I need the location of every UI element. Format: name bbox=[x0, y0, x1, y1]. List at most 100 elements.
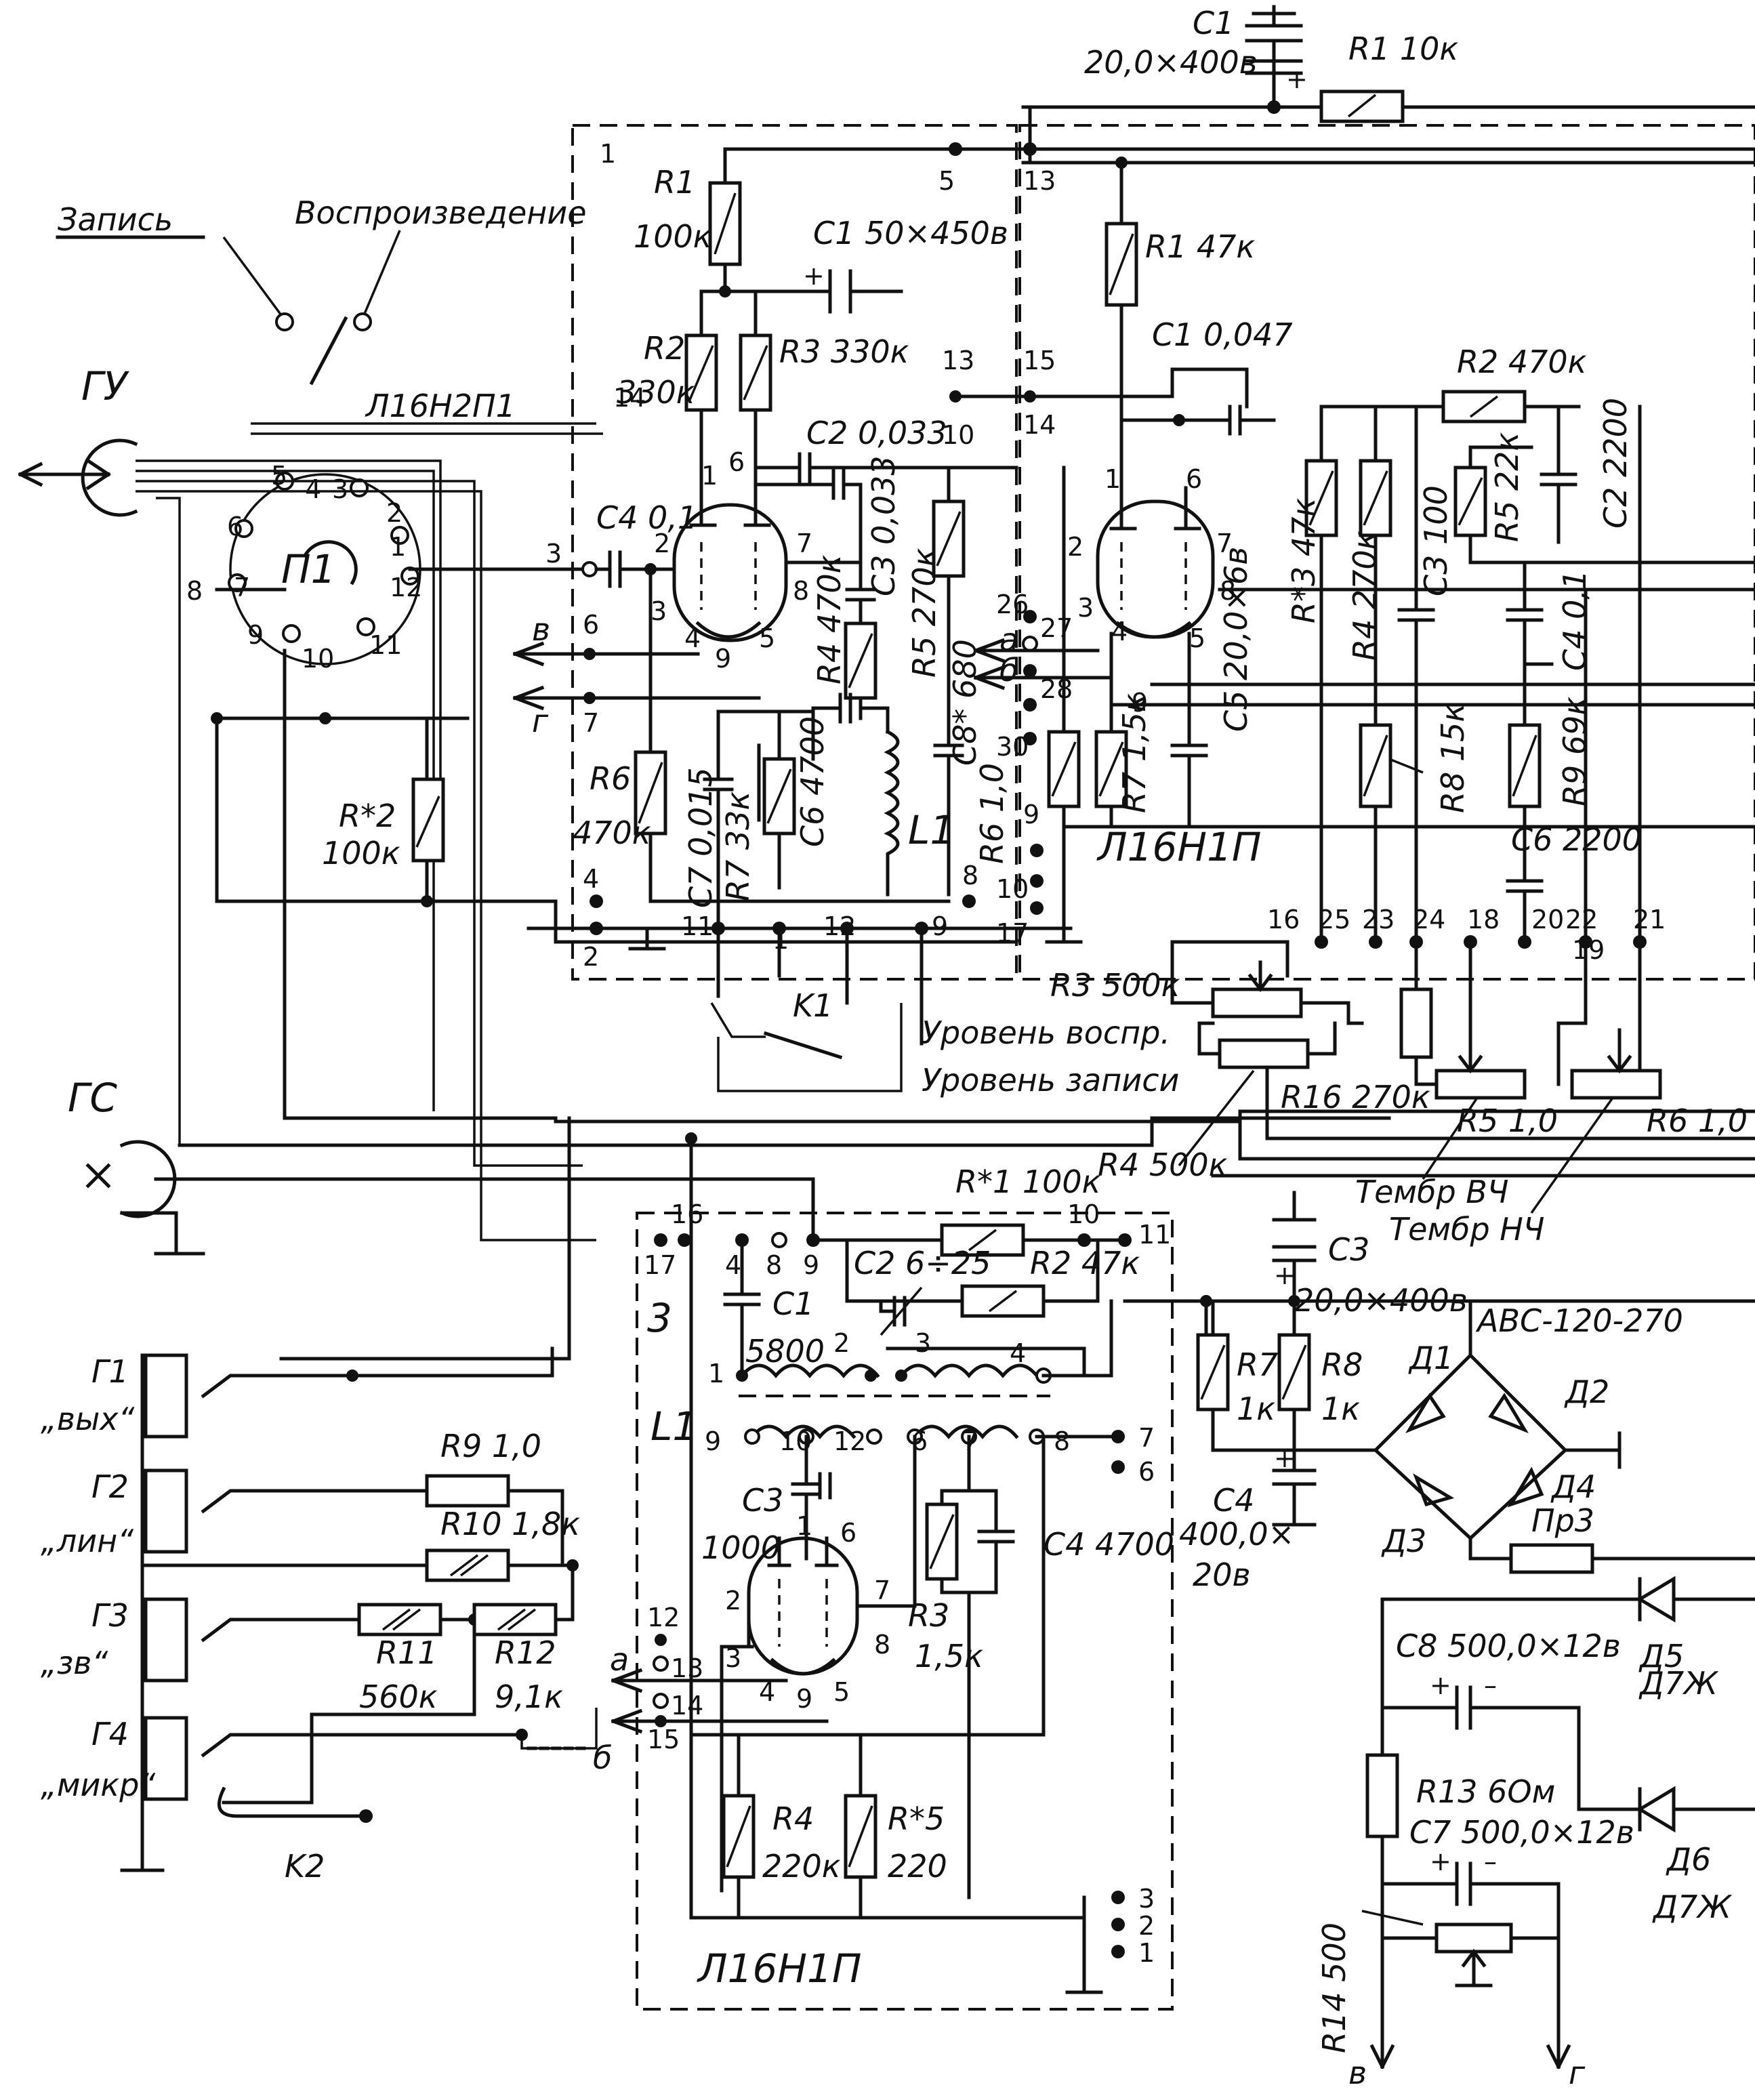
svg-text:9: 9 bbox=[715, 644, 731, 674]
svg-text:+: + bbox=[1274, 1443, 1296, 1473]
a3-tube-label: Л16Н1П bbox=[697, 1945, 862, 1992]
r12-label: R12 bbox=[495, 1634, 556, 1671]
a1-r7-label: R7 33к bbox=[720, 791, 756, 901]
mid-bus bbox=[1238, 1089, 1755, 1161]
svg-text:12: 12 bbox=[390, 573, 422, 602]
a3-c3-value: 1000 bbox=[701, 1529, 781, 1566]
d6-type: Д7Ж bbox=[1652, 1889, 1733, 1925]
svg-text:4: 4 bbox=[305, 474, 321, 504]
d2-label: Д2 bbox=[1564, 1374, 1609, 1410]
svg-text:9: 9 bbox=[247, 620, 264, 650]
g4-name: „микр“ bbox=[41, 1767, 155, 1803]
svg-text:27: 27 bbox=[1040, 613, 1073, 643]
a2-switch-contacts[interactable]: 26 27 28 30 а б bbox=[973, 590, 1113, 762]
svg-text:1: 1 bbox=[796, 1511, 812, 1541]
a1-c1-label: C1 50×450в bbox=[813, 215, 1008, 251]
r16-label: R16 270к bbox=[1281, 1079, 1430, 1115]
a1-c6-label: C6 4700 bbox=[794, 716, 831, 847]
a3-c3-capacitor: C3 1000 bbox=[701, 1435, 832, 1566]
svg-text:23: 23 bbox=[1362, 905, 1395, 934]
svg-text:9: 9 bbox=[1023, 800, 1039, 829]
a1-r5-label: R5 270к bbox=[906, 548, 943, 678]
zapis-label: Запись bbox=[58, 201, 173, 238]
svg-text:7: 7 bbox=[796, 529, 812, 558]
ps-c4-label: C4 bbox=[1213, 1482, 1254, 1519]
k1-label: K1 bbox=[793, 987, 833, 1024]
svg-text:6: 6 bbox=[840, 1518, 856, 1548]
r3-level-pot[interactable]: R3 500к bbox=[1050, 940, 1364, 1025]
svg-text:20: 20 bbox=[1531, 905, 1564, 934]
svg-text:2: 2 bbox=[583, 942, 599, 972]
svg-text:9: 9 bbox=[1132, 688, 1148, 718]
a1-r6-value: 470к bbox=[573, 815, 651, 851]
svg-text:14: 14 bbox=[613, 383, 646, 413]
svg-text:4: 4 bbox=[725, 1250, 741, 1280]
a2-c4-capacitor: C4 0,1 bbox=[1506, 560, 1593, 671]
svg-text:11: 11 bbox=[1138, 1220, 1171, 1250]
gs-speaker-socket[interactable] bbox=[85, 1140, 815, 1256]
svg-text:7: 7 bbox=[1216, 529, 1233, 558]
a3-switch-contacts[interactable]: 12 13 14 15 а б bbox=[593, 1603, 829, 1776]
k1-switch[interactable]: K1 bbox=[710, 987, 903, 1092]
k2-label: K2 bbox=[285, 1848, 325, 1885]
svg-text:3: 3 bbox=[545, 539, 562, 569]
g4-label: Г4 bbox=[91, 1716, 129, 1752]
a3-number: 3 bbox=[647, 1295, 672, 1341]
r6-timbre-lf-pot[interactable]: R6 1,0 bbox=[1556, 940, 1748, 1139]
a1-c3-label: C3 0,033 bbox=[865, 455, 902, 596]
r16-level-pot[interactable]: R16 270к bbox=[1197, 1021, 1430, 1115]
jack-g3[interactable] bbox=[144, 1597, 188, 1683]
board1-supply: 5 bbox=[723, 142, 962, 196]
mode-contact-play[interactable] bbox=[353, 312, 372, 331]
mode-switch-lever[interactable] bbox=[309, 316, 348, 386]
svg-text:4: 4 bbox=[1111, 617, 1128, 646]
d5-type: Д7Ж bbox=[1638, 1665, 1719, 1702]
mode-contact-record[interactable] bbox=[275, 312, 294, 331]
a1-r3-label: R3 330к bbox=[779, 333, 909, 370]
jack-g1[interactable] bbox=[144, 1353, 188, 1439]
a2-c1-label: C1 0,047 bbox=[1152, 316, 1293, 353]
a1-r7-resistor: R7 33к bbox=[716, 709, 815, 901]
r14-pot[interactable]: R14 500 bbox=[1316, 1910, 1561, 2053]
svg-text:6: 6 bbox=[583, 610, 599, 640]
svg-text:12: 12 bbox=[833, 1426, 866, 1456]
svg-text:10: 10 bbox=[942, 420, 974, 450]
svg-text:2: 2 bbox=[1138, 1911, 1155, 1941]
out-v-label: в bbox=[1348, 2055, 1367, 2091]
zapis-leader bbox=[222, 236, 283, 316]
gu-head-socket[interactable] bbox=[18, 438, 138, 517]
a2-r4-resistor: R4 270к bbox=[1346, 405, 1392, 727]
a3-cathode-bus bbox=[689, 1435, 1046, 1737]
r11-label: R11 bbox=[376, 1634, 438, 1671]
a1-r6-resistor: R6 470к bbox=[573, 567, 667, 903]
a1-c3-capacitor: C3 0,033 bbox=[784, 455, 902, 625]
a2-r6-resistor: R6 1,0 9 10 17 bbox=[974, 466, 1083, 948]
a1-ground-bus: 4 2 11 1 12 9 8 bbox=[526, 861, 1073, 1046]
svg-text:15: 15 bbox=[647, 1725, 680, 1754]
a3-c2-trimmer[interactable]: C2 6÷25 bbox=[845, 1238, 991, 1336]
switch-p1[interactable]: 5 4 3 2 1 12 6 7 8 9 10 11 П1 bbox=[186, 461, 422, 674]
jack-g2[interactable] bbox=[144, 1468, 188, 1554]
sw-v-label: в bbox=[532, 611, 550, 648]
svg-text:8: 8 bbox=[962, 861, 978, 890]
a2-r5-resistor: R5 22к bbox=[1453, 432, 1755, 564]
jack-g4[interactable] bbox=[144, 1716, 188, 1801]
svg-text:5: 5 bbox=[271, 461, 287, 491]
svg-text:9: 9 bbox=[932, 911, 948, 941]
a3-c4-label: C4 4700 bbox=[1044, 1526, 1174, 1563]
d5-label: Д5 bbox=[1638, 1638, 1684, 1674]
r10-label: R10 1,8к bbox=[440, 1506, 580, 1542]
a1-outputs: в г 6 7 bbox=[512, 610, 761, 739]
k2-switch[interactable]: K2 bbox=[217, 1708, 598, 1885]
r12-value: 9,1к bbox=[495, 1679, 563, 1715]
r5-timbre-hf-pot[interactable]: R5 1,0 bbox=[1399, 940, 1558, 1139]
svg-text:1: 1 bbox=[701, 461, 718, 491]
a2-r8-label: R8 15к bbox=[1434, 703, 1471, 813]
d6-diode: Д6 Д7Ж bbox=[1577, 1706, 1755, 1925]
input-jacks: Г1 „вых“ Г2 „лин“ Г3 „зв“ Г4 „микр“ bbox=[41, 1353, 528, 1872]
svg-text:8: 8 bbox=[1054, 1426, 1070, 1456]
a3-bottom-terminals: 3 2 1 bbox=[1065, 1884, 1155, 1994]
r14-label: R14 500 bbox=[1316, 1922, 1353, 2053]
svg-text:3: 3 bbox=[651, 596, 667, 626]
out-g-label: г bbox=[1569, 2055, 1586, 2091]
